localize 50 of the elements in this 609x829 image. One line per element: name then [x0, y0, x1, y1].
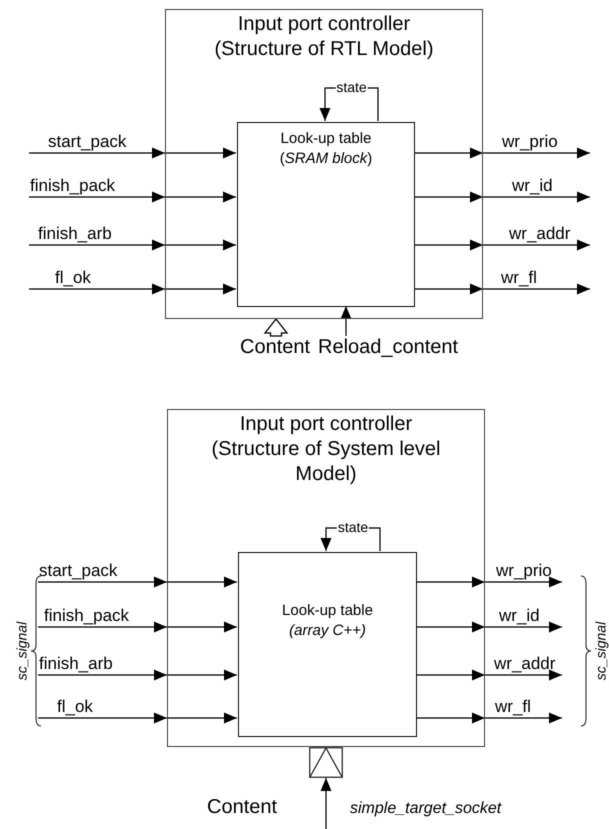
edge-label: Content	[240, 338, 310, 357]
arrow	[320, 778, 332, 829]
edge-label: wr_id	[512, 176, 553, 195]
group-label: sc_signal	[594, 622, 608, 680]
arrow	[414, 284, 590, 294]
socket-port-symbol	[309, 747, 343, 778]
lookup-table-box	[238, 552, 417, 737]
edge-label: fl_ok	[55, 268, 91, 287]
edge-label: Reload_content	[318, 338, 458, 357]
arrow	[340, 306, 352, 336]
arrow	[416, 712, 562, 724]
arrow	[414, 148, 590, 158]
edge-label: fl_ok	[57, 697, 93, 716]
port-label: simple_target_socket	[350, 799, 502, 818]
box-title: Input port controller (Structure of RTL Model)	[214, 12, 434, 62]
arrow	[29, 192, 236, 202]
arrow	[29, 240, 236, 250]
edge-label: wr_addr	[509, 224, 570, 243]
edge-label: wr_id	[499, 606, 540, 625]
box-text: Look-up table (SRAM block)	[278, 129, 374, 169]
edge-label: wr_fl	[495, 697, 531, 716]
edge-label: finish_arb	[38, 224, 112, 243]
controller-box	[165, 9, 483, 319]
arrow	[416, 576, 562, 588]
port-label: Content	[207, 795, 278, 819]
edge-label: start_pack	[48, 132, 126, 151]
arrow	[29, 148, 236, 158]
box-title: Input port controller (Structure of System level Model)	[210, 412, 442, 487]
arrow	[414, 240, 590, 250]
edge-label: start_pack	[39, 561, 118, 580]
controller-box	[167, 409, 485, 747]
edge-label: finish_pack	[30, 176, 116, 195]
hollow-arrow	[264, 318, 288, 337]
edge-label: finish_arb	[39, 654, 113, 673]
lookup-table-box	[237, 122, 415, 307]
edge-label: finish_pack	[44, 606, 130, 625]
arrow	[38, 712, 237, 724]
edge-label: wr_prio	[496, 561, 552, 580]
edge-label: wr_prio	[502, 132, 558, 151]
arrow	[416, 622, 562, 632]
arrow	[29, 284, 236, 294]
arrow	[416, 670, 562, 680]
box-text: Look-up table (array C++)	[281, 601, 374, 641]
arrow	[38, 576, 237, 588]
edge-label: wr_addr	[494, 654, 556, 673]
group-label: sc_signal	[14, 622, 30, 680]
arrow	[38, 622, 237, 632]
edge-label: wr_fl	[501, 268, 537, 287]
arrow	[38, 670, 237, 680]
arrow	[414, 192, 590, 202]
